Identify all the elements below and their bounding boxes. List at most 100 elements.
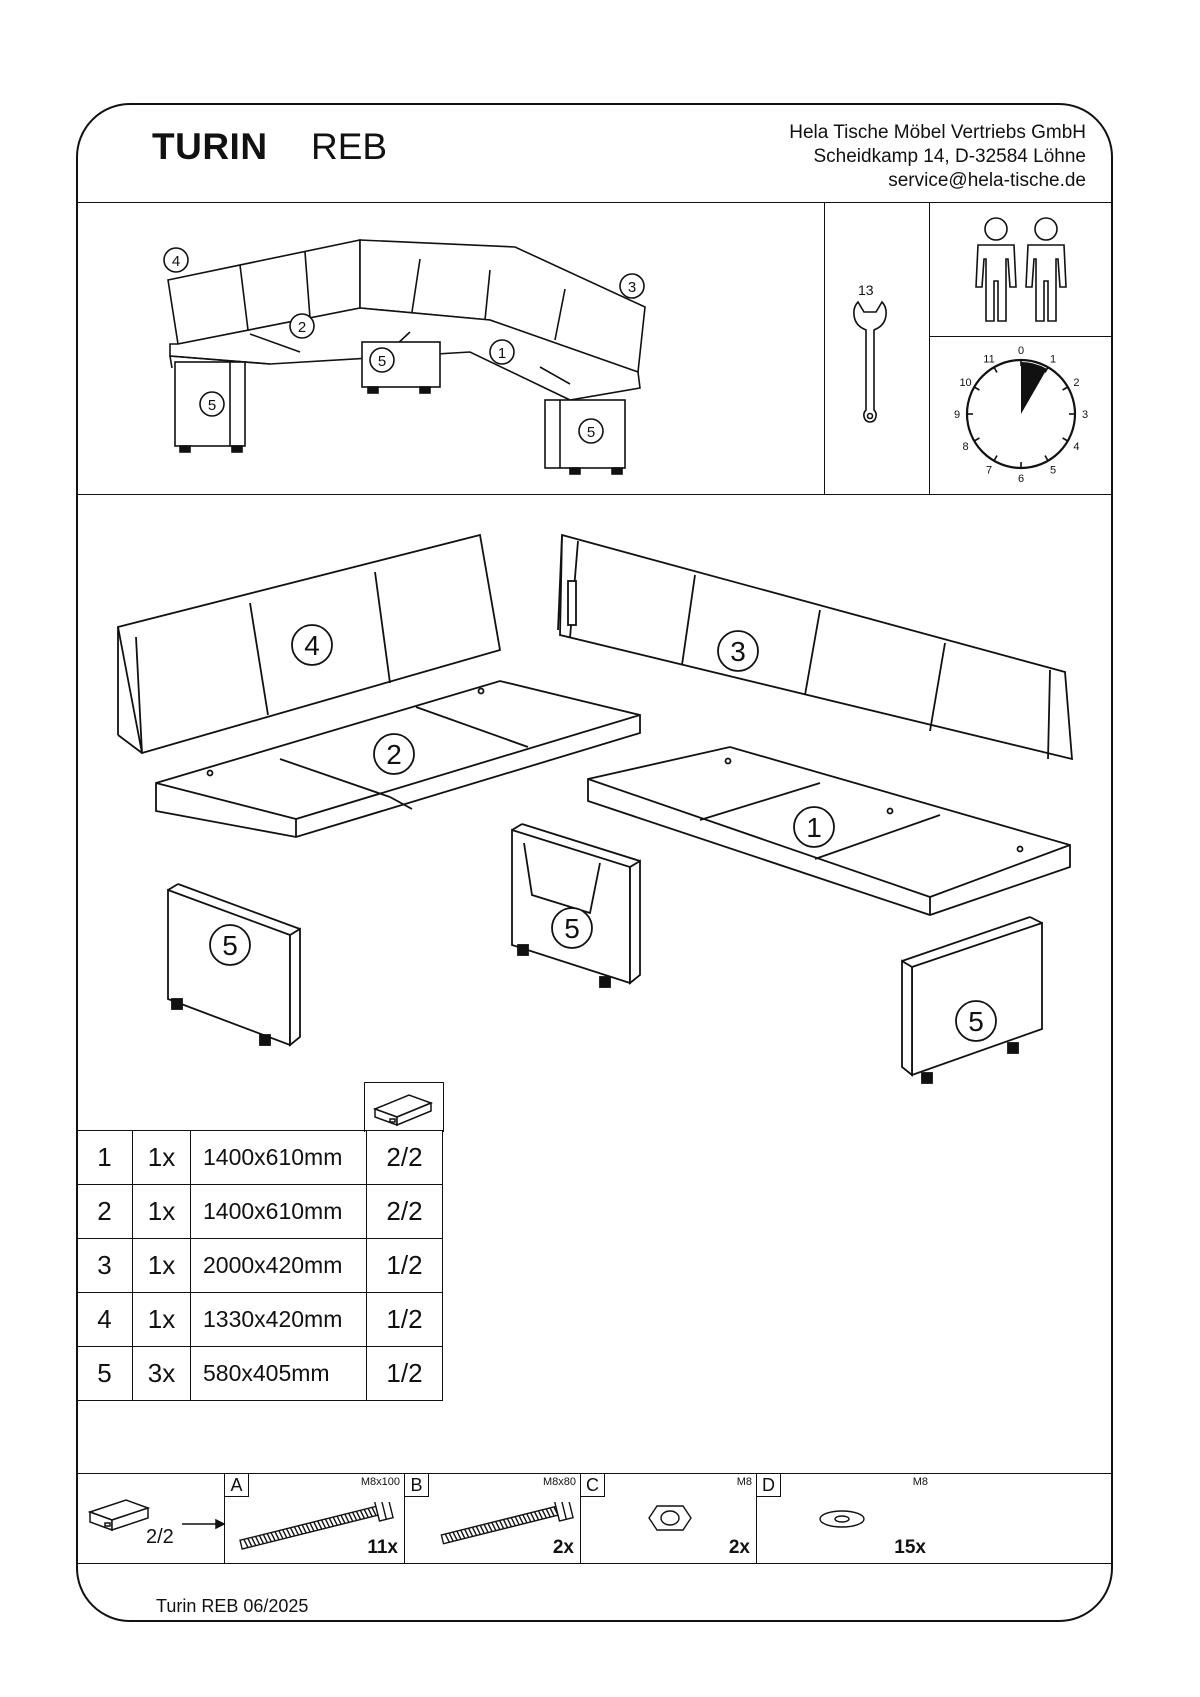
- company-address: Scheidkamp 14, D-32584 Löhne: [813, 146, 1086, 167]
- part-quantity: 3x: [132, 1346, 191, 1401]
- clock-number: 8: [963, 441, 969, 453]
- clock-tick: [973, 437, 980, 442]
- exploded-label: 4: [304, 630, 320, 661]
- hardware-size: M8: [736, 1476, 752, 1488]
- company-email: service@hela-tische.de: [888, 170, 1086, 191]
- hardware-package-label: 2/2: [146, 1526, 174, 1548]
- hardware-letter: A: [225, 1474, 249, 1497]
- overview-label: 5: [587, 424, 595, 441]
- divider: [76, 202, 1113, 203]
- clock-tick: [1062, 386, 1069, 391]
- clock-tick: [1044, 366, 1049, 373]
- part-package: 2/2: [366, 1130, 443, 1185]
- hardware-item: C M8 2x: [580, 1474, 756, 1563]
- wrench-icon: [853, 300, 887, 423]
- hardware-item: D M8 15x: [756, 1474, 932, 1563]
- exploded-label: 2: [386, 739, 402, 770]
- package-icon: [372, 1094, 434, 1127]
- part-number: 2: [76, 1184, 133, 1239]
- hardware-letter: D: [757, 1474, 781, 1497]
- part-number: 5: [76, 1346, 133, 1401]
- overview-label: 2: [298, 319, 306, 336]
- divider: [76, 1563, 1113, 1564]
- exploded-label: 5: [564, 913, 580, 944]
- exploded-label: 5: [968, 1006, 984, 1037]
- hardware-quantity: 2x: [728, 1537, 750, 1558]
- wrench-size: 13: [858, 282, 874, 298]
- clock-time-wedge: [1021, 362, 1047, 414]
- clock-tick: [1044, 455, 1049, 462]
- page-frame: [76, 103, 1113, 1622]
- exploded-label: 3: [730, 636, 746, 667]
- clock-number: 7: [986, 464, 992, 476]
- model-title: TURIN: [152, 126, 268, 167]
- divider: [929, 336, 1113, 337]
- divider: [76, 494, 1113, 495]
- part-size: 580x405mm: [190, 1346, 367, 1401]
- exploded-parts-drawing: 4 3 2 1 5 5 5: [116, 533, 1073, 1084]
- hardware-size: M8x80: [542, 1476, 576, 1488]
- clock-icon: 0 1 2 3 4 5 6 7 8 9 10 11: [954, 345, 1088, 485]
- overview-label: 5: [378, 353, 386, 370]
- clock-number: 3: [1082, 409, 1088, 421]
- footer-text: Turin REB 06/2025: [156, 1596, 309, 1616]
- part-size: 1400x610mm: [190, 1130, 367, 1185]
- hardware-letter: C: [581, 1474, 605, 1497]
- clock-number: 10: [959, 377, 971, 389]
- company-name: Hela Tische Möbel Vertriebs GmbH: [789, 122, 1086, 143]
- part-package: 2/2: [366, 1184, 443, 1239]
- part-number: 4: [76, 1292, 133, 1347]
- clock-number: 0: [1018, 345, 1024, 357]
- clock-number: 1: [1050, 354, 1056, 366]
- hardware-item: B M8x80 2x: [404, 1474, 580, 1563]
- clock-number: 6: [1018, 473, 1024, 485]
- clock-number: 9: [954, 409, 960, 421]
- exploded-label: 5: [222, 930, 238, 961]
- hardware-letter: B: [405, 1474, 429, 1497]
- overview-label: 4: [172, 253, 180, 270]
- nut-icon: [645, 1496, 695, 1541]
- part-package: 1/2: [366, 1292, 443, 1347]
- hardware-size: M8x100: [360, 1476, 400, 1488]
- part-number: 1: [76, 1130, 133, 1185]
- overview-label: 5: [208, 397, 216, 414]
- clock-tick: [993, 366, 998, 373]
- package-column-header: [364, 1082, 444, 1132]
- divider: [76, 1473, 1113, 1474]
- hardware-package: 2/2: [76, 1474, 226, 1563]
- part-quantity: 1x: [132, 1292, 191, 1347]
- part-quantity: 1x: [132, 1184, 191, 1239]
- exploded-label: 1: [806, 812, 822, 843]
- hardware-quantity: 11x: [367, 1537, 398, 1558]
- part-size: 1400x610mm: [190, 1184, 367, 1239]
- bolt-icon: [409, 1496, 579, 1557]
- hardware-item: A M8x100 11x: [224, 1474, 404, 1563]
- hardware-size: M8: [912, 1476, 928, 1488]
- part-size: 1330x420mm: [190, 1292, 367, 1347]
- clock-number: 4: [1073, 441, 1079, 453]
- overview-label: 3: [628, 279, 636, 296]
- overview-label: 1: [498, 345, 506, 362]
- clock-number: 5: [1050, 464, 1056, 476]
- clock-tick: [1062, 437, 1069, 442]
- clock-tick: [973, 386, 980, 391]
- hardware-quantity: 15x: [894, 1537, 926, 1558]
- part-quantity: 1x: [132, 1238, 191, 1293]
- part-size: 2000x420mm: [190, 1238, 367, 1293]
- part-quantity: 1x: [132, 1130, 191, 1185]
- clock-number: 11: [983, 354, 994, 366]
- bolt-icon: [229, 1496, 399, 1557]
- washer-icon: [817, 1504, 867, 1539]
- clock-number: 2: [1073, 377, 1079, 389]
- hardware-quantity: 2x: [552, 1537, 574, 1558]
- assembled-bench-drawing: 4 3 2 1 5 5 5: [163, 239, 646, 475]
- clock-tick: [993, 455, 998, 462]
- model-variant: REB: [311, 126, 388, 167]
- two-people-icon: [975, 217, 1067, 322]
- part-package: 1/2: [366, 1238, 443, 1293]
